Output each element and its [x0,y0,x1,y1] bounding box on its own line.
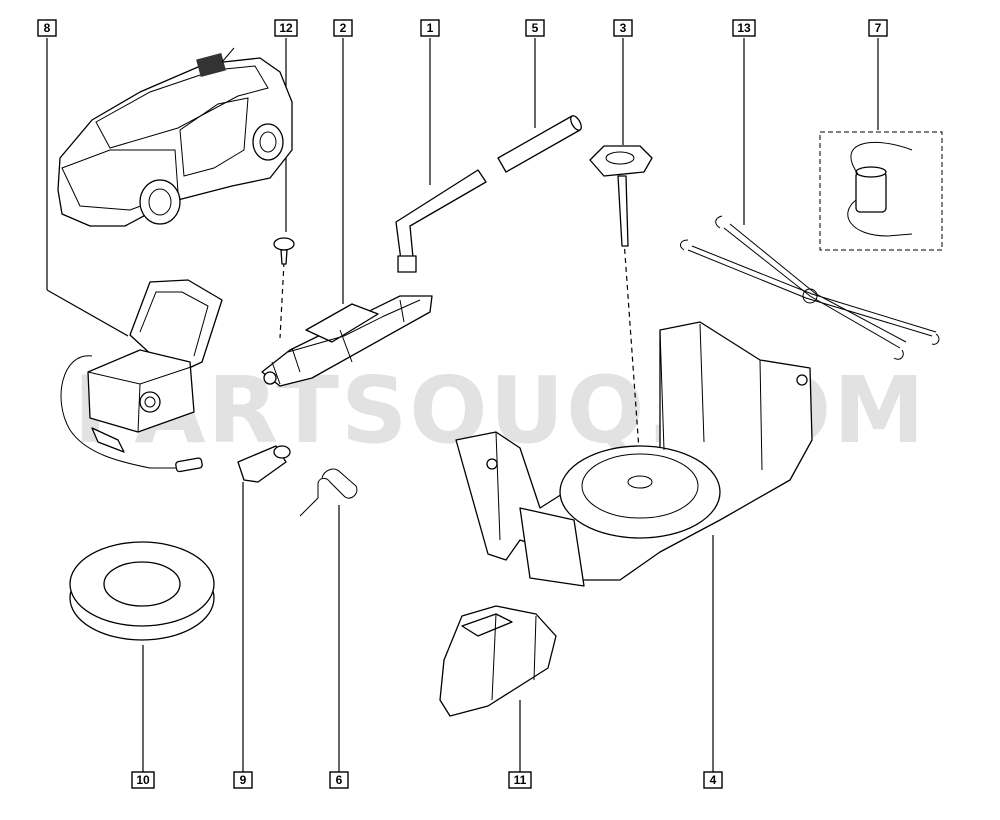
leader-12-dashed [279,261,285,339]
callout-2: 2 [333,19,353,37]
spacer-ring [69,541,215,641]
scissor-jack [261,295,433,387]
svg-text:2: 2 [340,21,347,35]
svg-text:10: 10 [136,773,150,787]
extension-bar [497,115,582,173]
callout-1: 1 [420,19,440,37]
leader-8b [46,289,129,337]
svg-text:4: 4 [710,773,717,787]
callout-9: 9 [233,771,253,789]
callout-6: 6 [329,771,349,789]
cover [439,605,557,717]
svg-text:9: 9 [240,773,247,787]
leader-3-dashed [623,239,642,479]
wheel-brace [395,169,487,273]
callout-4: 4 [703,771,723,789]
svg-text:5: 5 [532,21,539,35]
elastic-straps [680,215,940,360]
callout-12: 12 [274,19,298,37]
central-bolt [589,145,653,247]
tyre-repair-kit [60,279,223,473]
callout-8: 8 [37,19,57,37]
screw [273,237,295,265]
svg-text:3: 3 [620,21,627,35]
callout-13: 13 [732,19,756,37]
callout-5: 5 [525,19,545,37]
svg-text:7: 7 [875,21,882,35]
towing-hook [299,468,358,517]
leader-lines [46,38,879,772]
svg-text:13: 13 [737,21,751,35]
socket [237,445,291,483]
svg-text:11: 11 [514,773,527,787]
svg-text:8: 8 [44,21,51,35]
svg-text:6: 6 [336,773,343,787]
callout-3: 3 [613,19,633,37]
callout-10: 10 [131,771,155,789]
svg-text:12: 12 [279,21,293,35]
car-illustration [57,47,293,227]
callout-7: 7 [868,19,888,37]
spare-wheel-tray [455,321,813,587]
accessory-kit [819,131,943,251]
svg-text:1: 1 [427,21,434,35]
callout-11: 11 [508,771,532,789]
